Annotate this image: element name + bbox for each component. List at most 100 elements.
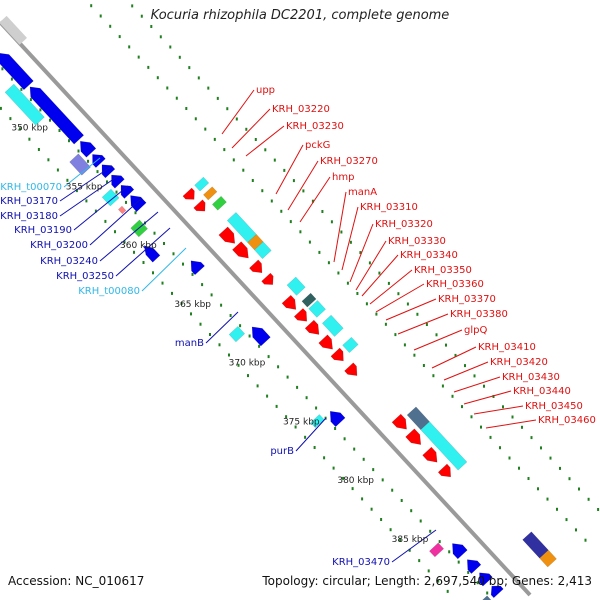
track-dot xyxy=(334,427,337,430)
track-dot xyxy=(163,242,165,245)
reverse-gene-label: KRH_03170 xyxy=(0,196,58,207)
forward-gene-label: KRH_03420 xyxy=(490,357,548,368)
forward-cds-arrow xyxy=(232,241,249,259)
reverse-cds-arrow xyxy=(479,572,493,587)
track-dot xyxy=(381,478,384,482)
reverse-cog-box xyxy=(117,205,127,215)
track-dot xyxy=(29,98,32,102)
reverse-cds-arrow xyxy=(0,53,34,91)
track-dot xyxy=(96,170,99,174)
track-dot xyxy=(254,138,257,141)
forward-cds-arrow xyxy=(218,226,236,244)
track-dot xyxy=(277,365,280,369)
track-dot xyxy=(454,353,457,357)
track-dot xyxy=(486,591,489,595)
track-dot xyxy=(0,106,2,110)
track-dot xyxy=(134,211,137,215)
label-leader-lines xyxy=(59,89,537,563)
track-dot xyxy=(285,415,288,419)
track-dot xyxy=(194,117,197,121)
track-dot xyxy=(587,497,590,501)
track-dot xyxy=(266,394,269,398)
track-dot xyxy=(304,435,307,439)
leader-line xyxy=(221,89,255,135)
track-dot xyxy=(448,550,451,554)
forward-cds-arrow xyxy=(437,463,451,478)
leader-line xyxy=(385,298,437,321)
track-dot xyxy=(270,199,273,203)
track-dot xyxy=(142,261,145,264)
track-dot xyxy=(147,65,150,69)
track-dot xyxy=(422,364,425,367)
forward-cog-box xyxy=(203,186,218,201)
track-dot xyxy=(153,231,156,235)
track-dot xyxy=(125,200,127,204)
track-dot xyxy=(283,168,286,172)
track-dot xyxy=(1,67,4,71)
track-dot xyxy=(90,4,93,8)
leader-line xyxy=(341,206,359,271)
track-dot xyxy=(511,415,514,419)
track-dot xyxy=(340,230,343,234)
forward-cds-arrow xyxy=(330,347,344,362)
forward-gene-label: KRH_03430 xyxy=(502,372,560,383)
track-dot xyxy=(302,189,305,193)
forward-cog-box xyxy=(194,176,210,192)
leader-line xyxy=(453,376,501,393)
track-dot xyxy=(232,158,235,162)
scale-label: 380 kbp xyxy=(337,476,374,486)
track-dot xyxy=(429,529,432,533)
track-dot xyxy=(296,385,299,389)
track-dot xyxy=(245,127,248,131)
forward-gene-label: KRH_03230 xyxy=(286,121,344,132)
forward-gene-label: KRH_03450 xyxy=(525,401,583,412)
forward-cds-arrow xyxy=(193,199,206,212)
track-dot xyxy=(237,363,240,367)
reverse-gene-label: KRH_t00080 xyxy=(78,286,140,297)
track-dot xyxy=(361,497,364,501)
forward-gene-label: manA xyxy=(348,187,377,198)
reverse-cog-box xyxy=(228,326,246,343)
track-dot xyxy=(49,118,51,122)
track-dot xyxy=(378,271,381,275)
leader-line xyxy=(443,361,489,381)
track-dot xyxy=(597,508,600,511)
track-dot xyxy=(332,466,335,470)
track-dot xyxy=(521,425,523,429)
track-dot xyxy=(427,569,430,573)
track-dot xyxy=(20,87,23,91)
track-dot xyxy=(419,519,422,523)
track-dot xyxy=(267,355,270,359)
reverse-cds-arrow xyxy=(130,195,147,213)
gene-labels: uppKRH_03220KRH_03230pckGKRH_03270hmpman… xyxy=(0,85,596,568)
track-dot xyxy=(77,149,80,153)
forward-gene-label: glpQ xyxy=(464,325,487,336)
track-dot xyxy=(182,262,184,266)
leader-line xyxy=(333,191,347,263)
track-dot xyxy=(438,540,441,544)
track-dot xyxy=(114,230,116,234)
track-dot xyxy=(128,45,131,49)
track-dot xyxy=(432,374,435,378)
isolated-gene-label: KRH_03470 xyxy=(332,557,390,568)
track-dot xyxy=(527,477,530,480)
track-dot xyxy=(549,456,552,460)
forward-cds-arrow xyxy=(249,259,263,274)
track-dot xyxy=(188,66,191,70)
track-dot xyxy=(294,425,297,429)
track-dot xyxy=(397,292,400,296)
track-dot xyxy=(502,405,504,409)
reverse-cog-box xyxy=(4,83,45,126)
track-dot xyxy=(235,117,238,121)
track-dot xyxy=(242,168,245,172)
leader-line xyxy=(99,211,159,262)
leader-line xyxy=(205,311,239,344)
track-dot xyxy=(356,292,359,295)
leader-line xyxy=(431,346,477,369)
isolated-gene-label: purB xyxy=(270,446,294,457)
forward-gene-label: KRH_03270 xyxy=(320,156,378,167)
leader-line xyxy=(287,160,319,211)
track-dot xyxy=(178,55,181,59)
